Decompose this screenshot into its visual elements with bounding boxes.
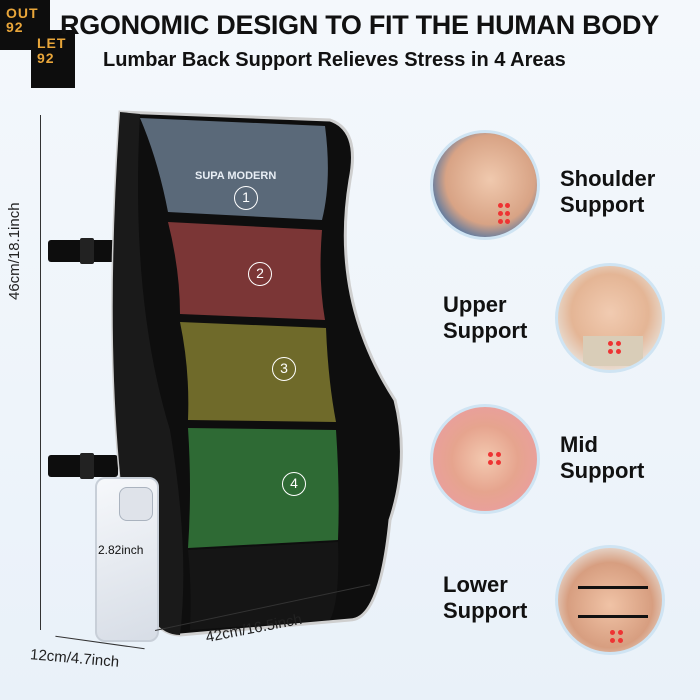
brand-logo-secondary-line3: 92 (37, 50, 55, 66)
upper-support-image (555, 263, 665, 373)
brand-logo-badge-secondary: LET 92 (31, 30, 75, 88)
brand-logo-badge: OUT 92 (0, 0, 50, 50)
zone-4-number: 4 (282, 472, 306, 496)
brand-logo-line3: 92 (6, 19, 24, 35)
headline: RGONOMIC DESIGN TO FIT THE HUMAN BODY (60, 10, 659, 40)
brand-text-on-cushion: SUPA MODERN (195, 170, 276, 182)
lower-support-label: Lower Support (443, 572, 528, 623)
subheadline: Lumbar Back Support Relieves Stress in 4… (103, 49, 566, 71)
phone-in-pocket (95, 477, 159, 642)
zone-3 (180, 322, 336, 422)
height-dimension-label: 46cm/18.1inch (6, 202, 23, 300)
zone-1 (140, 118, 328, 220)
thickness-label: 2.82inch (98, 543, 144, 557)
shoulder-support-label: Shoulder Support (560, 166, 656, 217)
phone-camera-icon (119, 487, 153, 521)
zone-4 (188, 428, 339, 548)
zone-2 (168, 222, 325, 320)
mid-support-image (430, 404, 540, 514)
brand-logo-line1: OUT (6, 5, 39, 21)
height-dimension-line (40, 115, 41, 630)
upper-support-label: Upper Support (443, 292, 528, 343)
zone-1-number: 1 (234, 186, 258, 210)
shoulder-support-image (430, 130, 540, 240)
lower-support-image (555, 545, 665, 655)
mid-support-label: Mid Support (560, 432, 645, 483)
zone-3-number: 3 (272, 357, 296, 381)
brand-logo-secondary-line2: LET (37, 35, 67, 51)
zone-2-number: 2 (248, 262, 272, 286)
